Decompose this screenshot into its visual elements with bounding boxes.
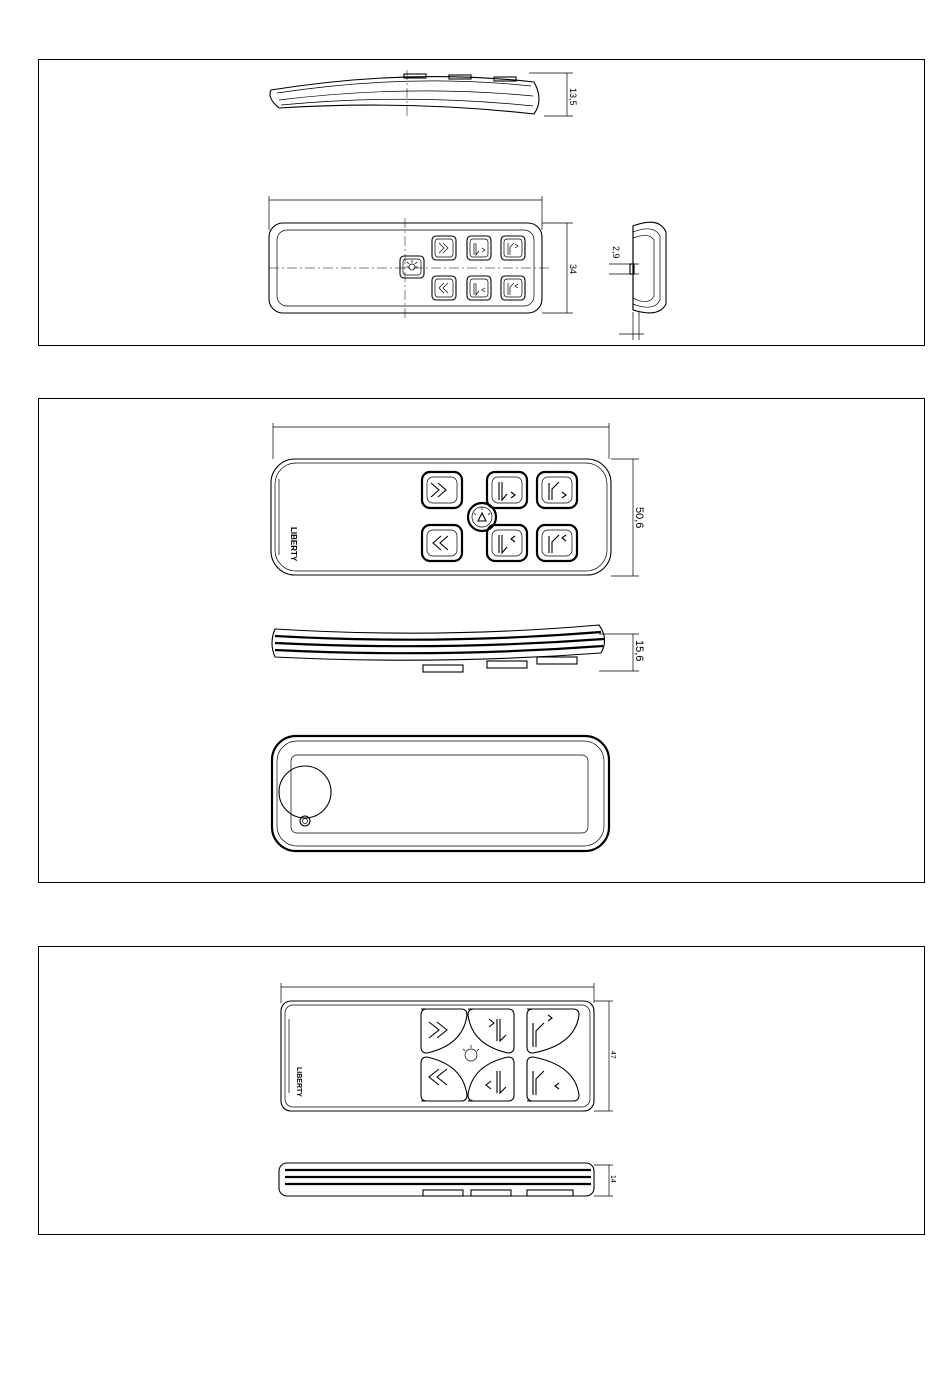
double-chevron-right-icon	[429, 1022, 447, 1038]
raise-left-icon	[499, 535, 515, 553]
remote-a-top-view: 34	[269, 196, 578, 318]
remote-c-buttons	[421, 1009, 579, 1101]
double-chevron-right-icon	[439, 243, 448, 253]
raise-right-icon	[489, 1019, 506, 1041]
drawing-panel-2: LIBERTY	[38, 398, 925, 883]
pivot-right-icon	[508, 243, 518, 255]
dimension-thickness-a: 13,5	[568, 88, 578, 106]
dimension-width-b: 50,6	[633, 507, 645, 528]
brand-logo: LIBERTY	[295, 1067, 302, 1097]
brand-logo: LIBERTY	[289, 527, 298, 562]
pivot-right-icon	[533, 1015, 552, 1047]
raise-left-icon	[474, 283, 485, 295]
remote-b-top-view: LIBERTY	[271, 423, 645, 576]
raise-left-icon	[486, 1071, 506, 1093]
dimension-button-depth: 2,9	[611, 246, 621, 259]
remote-c-side-view: 14	[279, 1163, 616, 1196]
remote-b-bottom-view	[272, 736, 609, 851]
remote-a-side-view: 13,5	[270, 70, 578, 116]
remote-b-side-view: 15,6	[272, 625, 645, 672]
remote-c-top-view: LIBERTY	[281, 983, 616, 1111]
raise-right-icon	[499, 482, 515, 500]
pivot-left-icon	[533, 1071, 559, 1095]
double-chevron-left-icon	[433, 536, 448, 550]
panel-2-drawing: LIBERTY	[39, 399, 926, 884]
dimension-thickness-b: 15,6	[633, 640, 645, 661]
remote-b-buttons	[422, 472, 577, 561]
pivot-left-icon	[508, 283, 518, 295]
light-icon	[463, 1045, 479, 1061]
panel-1-drawing: 13,5	[39, 60, 926, 347]
double-chevron-left-icon	[429, 1069, 447, 1085]
double-chevron-right-icon	[431, 483, 446, 497]
double-chevron-left-icon	[439, 283, 448, 293]
dimension-width-a: 34	[568, 264, 578, 274]
drawing-panel-3: LIBERTY	[38, 946, 925, 1235]
remote-a-end-view: 2,9	[609, 222, 666, 340]
raise-right-icon	[474, 243, 485, 255]
pivot-right-icon	[549, 482, 566, 500]
drawing-panel-1: 13,5	[38, 59, 925, 346]
dimension-thickness-c: 14	[609, 1175, 616, 1183]
dimension-width-c: 47	[609, 1051, 616, 1059]
light-icon	[406, 260, 418, 270]
panel-3-drawing: LIBERTY	[39, 947, 926, 1236]
battery-cover	[279, 766, 331, 818]
pivot-left-icon	[549, 535, 566, 553]
